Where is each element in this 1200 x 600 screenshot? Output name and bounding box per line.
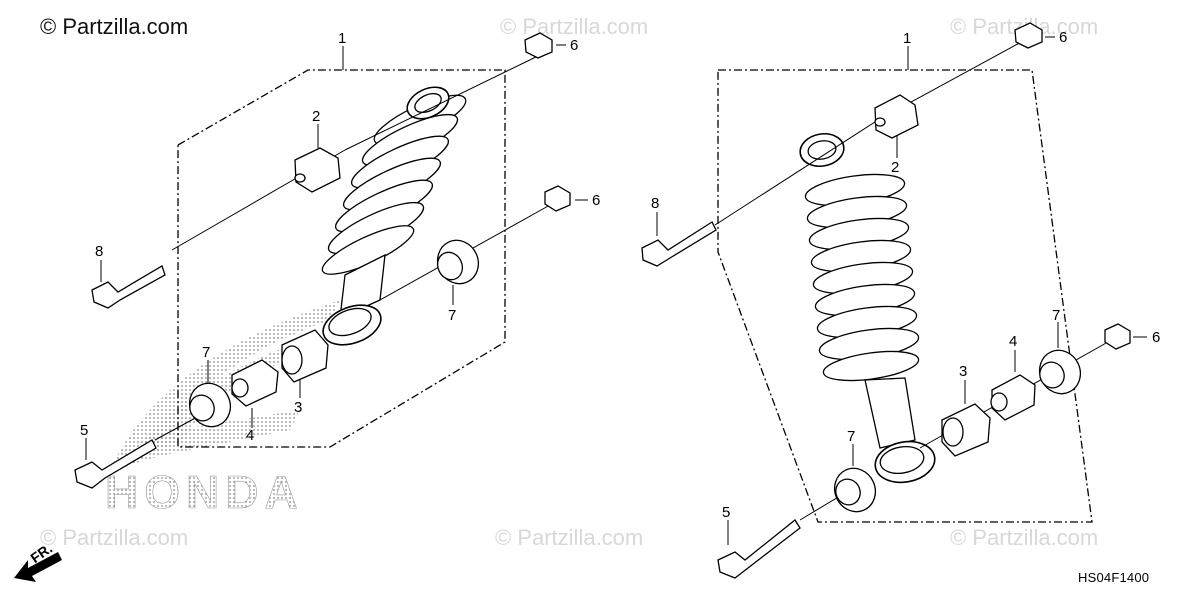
right-assembly-outline (717, 69, 1093, 523)
front-arrow-icon (14, 552, 62, 582)
left-spring (321, 94, 467, 275)
callout-right-6-top: 6 (1059, 29, 1067, 46)
honda-logo-text: HONDA (105, 466, 304, 518)
callout-right-4: 4 (1009, 333, 1017, 350)
right-part-6-nut-right (1104, 323, 1131, 350)
callout-right-7-upper: 7 (1052, 307, 1060, 324)
right-assembly (641, 22, 1131, 579)
copyright-text: © Partzilla.com (40, 14, 189, 39)
right-part-6-nut-top (1014, 22, 1043, 49)
diagram-code: HS04F1400 (1078, 570, 1150, 585)
callout-left-6-top: 6 (570, 37, 578, 54)
honda-wing-logo: HONDA (105, 300, 340, 518)
callout-left-2: 2 (312, 108, 320, 125)
right-part-8-bolt (641, 221, 717, 267)
callout-right-2: 2 (891, 159, 899, 176)
callout-numbers: 1 2 3 4 5 6 6 7 7 8 1 2 3 4 5 6 6 7 7 8 (80, 29, 1160, 521)
callout-right-3: 3 (959, 363, 967, 380)
left-part-6-nut-lower (544, 185, 571, 212)
right-spring (804, 173, 920, 382)
right-shock-body (864, 377, 916, 449)
left-part-5-bolt (74, 439, 157, 489)
callout-left-7-lower: 7 (202, 344, 210, 361)
left-part-8-bolt (91, 265, 166, 309)
callout-left-5: 5 (80, 422, 88, 439)
watermark: © Partzilla.com (950, 525, 1099, 550)
callout-left-1: 1 (338, 30, 346, 47)
callout-right-5: 5 (722, 504, 730, 521)
watermark: © Partzilla.com (40, 525, 189, 550)
callout-left-7-upper: 7 (448, 307, 456, 324)
callout-leaders (85, 36, 1147, 545)
callout-left-6-lower: 6 (592, 192, 600, 209)
left-assembly (74, 32, 571, 489)
watermark: © Partzilla.com (500, 14, 649, 39)
callout-left-8: 8 (95, 243, 103, 260)
callout-right-1: 1 (903, 30, 911, 47)
left-assembly-outline (177, 69, 506, 448)
left-part-6-nut-top (524, 32, 553, 59)
callout-left-4: 4 (246, 427, 254, 444)
callout-right-7-lower: 7 (847, 428, 855, 445)
callout-left-3: 3 (294, 399, 302, 416)
watermark: © Partzilla.com (495, 525, 644, 550)
right-part-2-bushing (874, 94, 919, 139)
callout-right-8: 8 (651, 195, 659, 212)
right-part-5-bolt (717, 519, 801, 579)
callout-right-6-right: 6 (1152, 329, 1160, 346)
left-part-2-bushing (294, 147, 341, 193)
